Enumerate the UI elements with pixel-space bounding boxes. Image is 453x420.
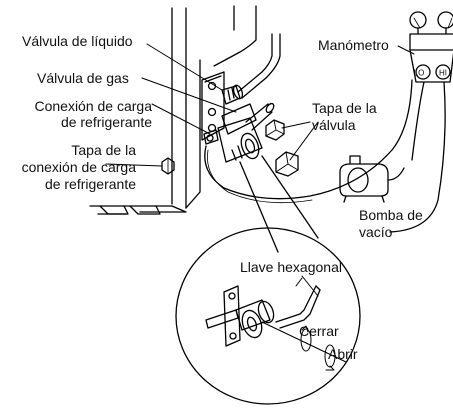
gauge-lo-label: LO — [414, 69, 425, 78]
magnified-detail — [175, 227, 361, 405]
charge-cap-label-line1: Tapa de la — [71, 142, 136, 158]
gauge-hi-label: HI — [439, 69, 447, 78]
vacuum-pump-label-line1: Bomba de — [359, 207, 423, 223]
leader-lines — [105, 43, 415, 167]
vacuum-pump-label-line2: vacío — [359, 224, 393, 240]
manifold-gauge — [389, 11, 453, 233]
charge-connection-label-line2: de refrigerante — [60, 114, 152, 130]
liquid-valve — [221, 84, 244, 105]
close-direction-label: Cerrar — [299, 323, 339, 339]
hex-wrench-label: Llave hexagonal — [240, 259, 342, 275]
charge-cap-label-line2: conexión de carga — [21, 159, 136, 175]
magnifier-lines — [239, 155, 319, 253]
valve-cap-label-line2: válvula — [312, 117, 356, 133]
manometer-label: Manómetro — [318, 37, 389, 53]
gas-valve — [217, 103, 263, 163]
liquid-valve-label: Válvula de líquido — [22, 33, 133, 49]
refrigerant-pipes — [237, 33, 281, 131]
charge-port — [203, 129, 219, 145]
charge-cap-label-line3: de refrigerante — [44, 176, 136, 192]
valve-caps — [265, 119, 299, 177]
charge-connection-label-line1: Conexión de carga — [34, 98, 152, 114]
vacuum-pump — [339, 155, 405, 203]
open-direction-label: Abrir — [328, 346, 358, 362]
valve-cap-label-line1: Tapa de la — [312, 100, 377, 116]
charge-hose — [204, 79, 413, 204]
gas-valve-label: Válvula de gas — [37, 70, 129, 86]
charge-port-cap — [161, 157, 175, 175]
